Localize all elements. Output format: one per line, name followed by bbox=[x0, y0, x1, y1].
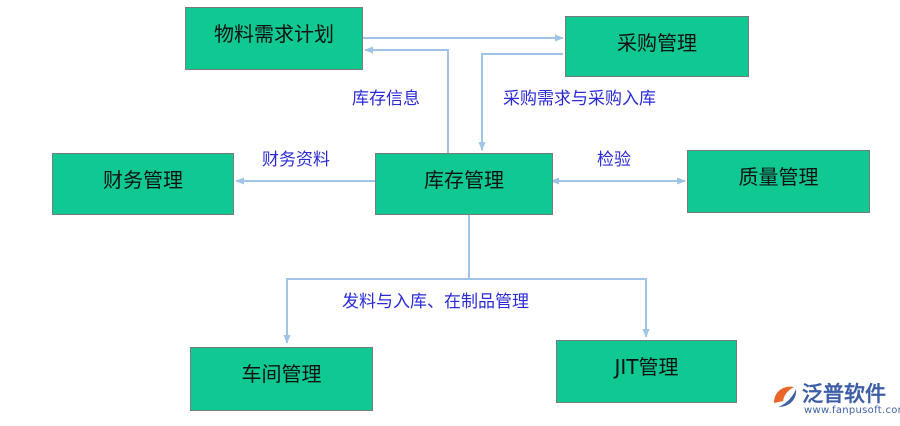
node-purchasing-label: 采购管理 bbox=[617, 31, 697, 55]
node-finance-label: 财务管理 bbox=[103, 168, 183, 192]
node-material-planning: 物料需求计划 bbox=[185, 7, 363, 70]
node-inventory: 库存管理 bbox=[375, 153, 553, 215]
label-issue-receive: 发料与入库、在制品管理 bbox=[342, 292, 529, 312]
label-inspection: 检验 bbox=[597, 150, 631, 170]
node-finance: 财务管理 bbox=[52, 153, 234, 215]
node-material-planning-label: 物料需求计划 bbox=[214, 22, 334, 46]
label-inventory-info: 库存信息 bbox=[352, 89, 420, 109]
edge-purchasing-to-inventory bbox=[478, 53, 563, 151]
node-quality-label: 质量管理 bbox=[738, 165, 819, 189]
node-quality: 质量管理 bbox=[687, 150, 870, 213]
edge-to-workshop bbox=[283, 278, 469, 344]
node-jit-label: JIT管理 bbox=[614, 355, 679, 379]
node-workshop-label: 车间管理 bbox=[241, 362, 322, 386]
node-purchasing: 采购管理 bbox=[565, 16, 749, 77]
label-financial-data: 财务资料 bbox=[262, 150, 330, 170]
watermark-url: www.fanpusoft.com bbox=[804, 405, 900, 416]
edge-inventory-to-planning bbox=[364, 46, 449, 153]
fanpu-logo-icon bbox=[774, 386, 797, 407]
node-inventory-label: 库存管理 bbox=[424, 168, 504, 192]
node-workshop: 车间管理 bbox=[190, 347, 373, 411]
watermark-name: 泛普软件 bbox=[802, 382, 886, 406]
label-purchase-demand: 采购需求与采购入库 bbox=[503, 89, 656, 109]
edge-to-jit bbox=[469, 278, 650, 338]
node-jit: JIT管理 bbox=[556, 340, 737, 403]
watermark: 泛普软件 www.fanpusoft.com bbox=[770, 378, 900, 422]
